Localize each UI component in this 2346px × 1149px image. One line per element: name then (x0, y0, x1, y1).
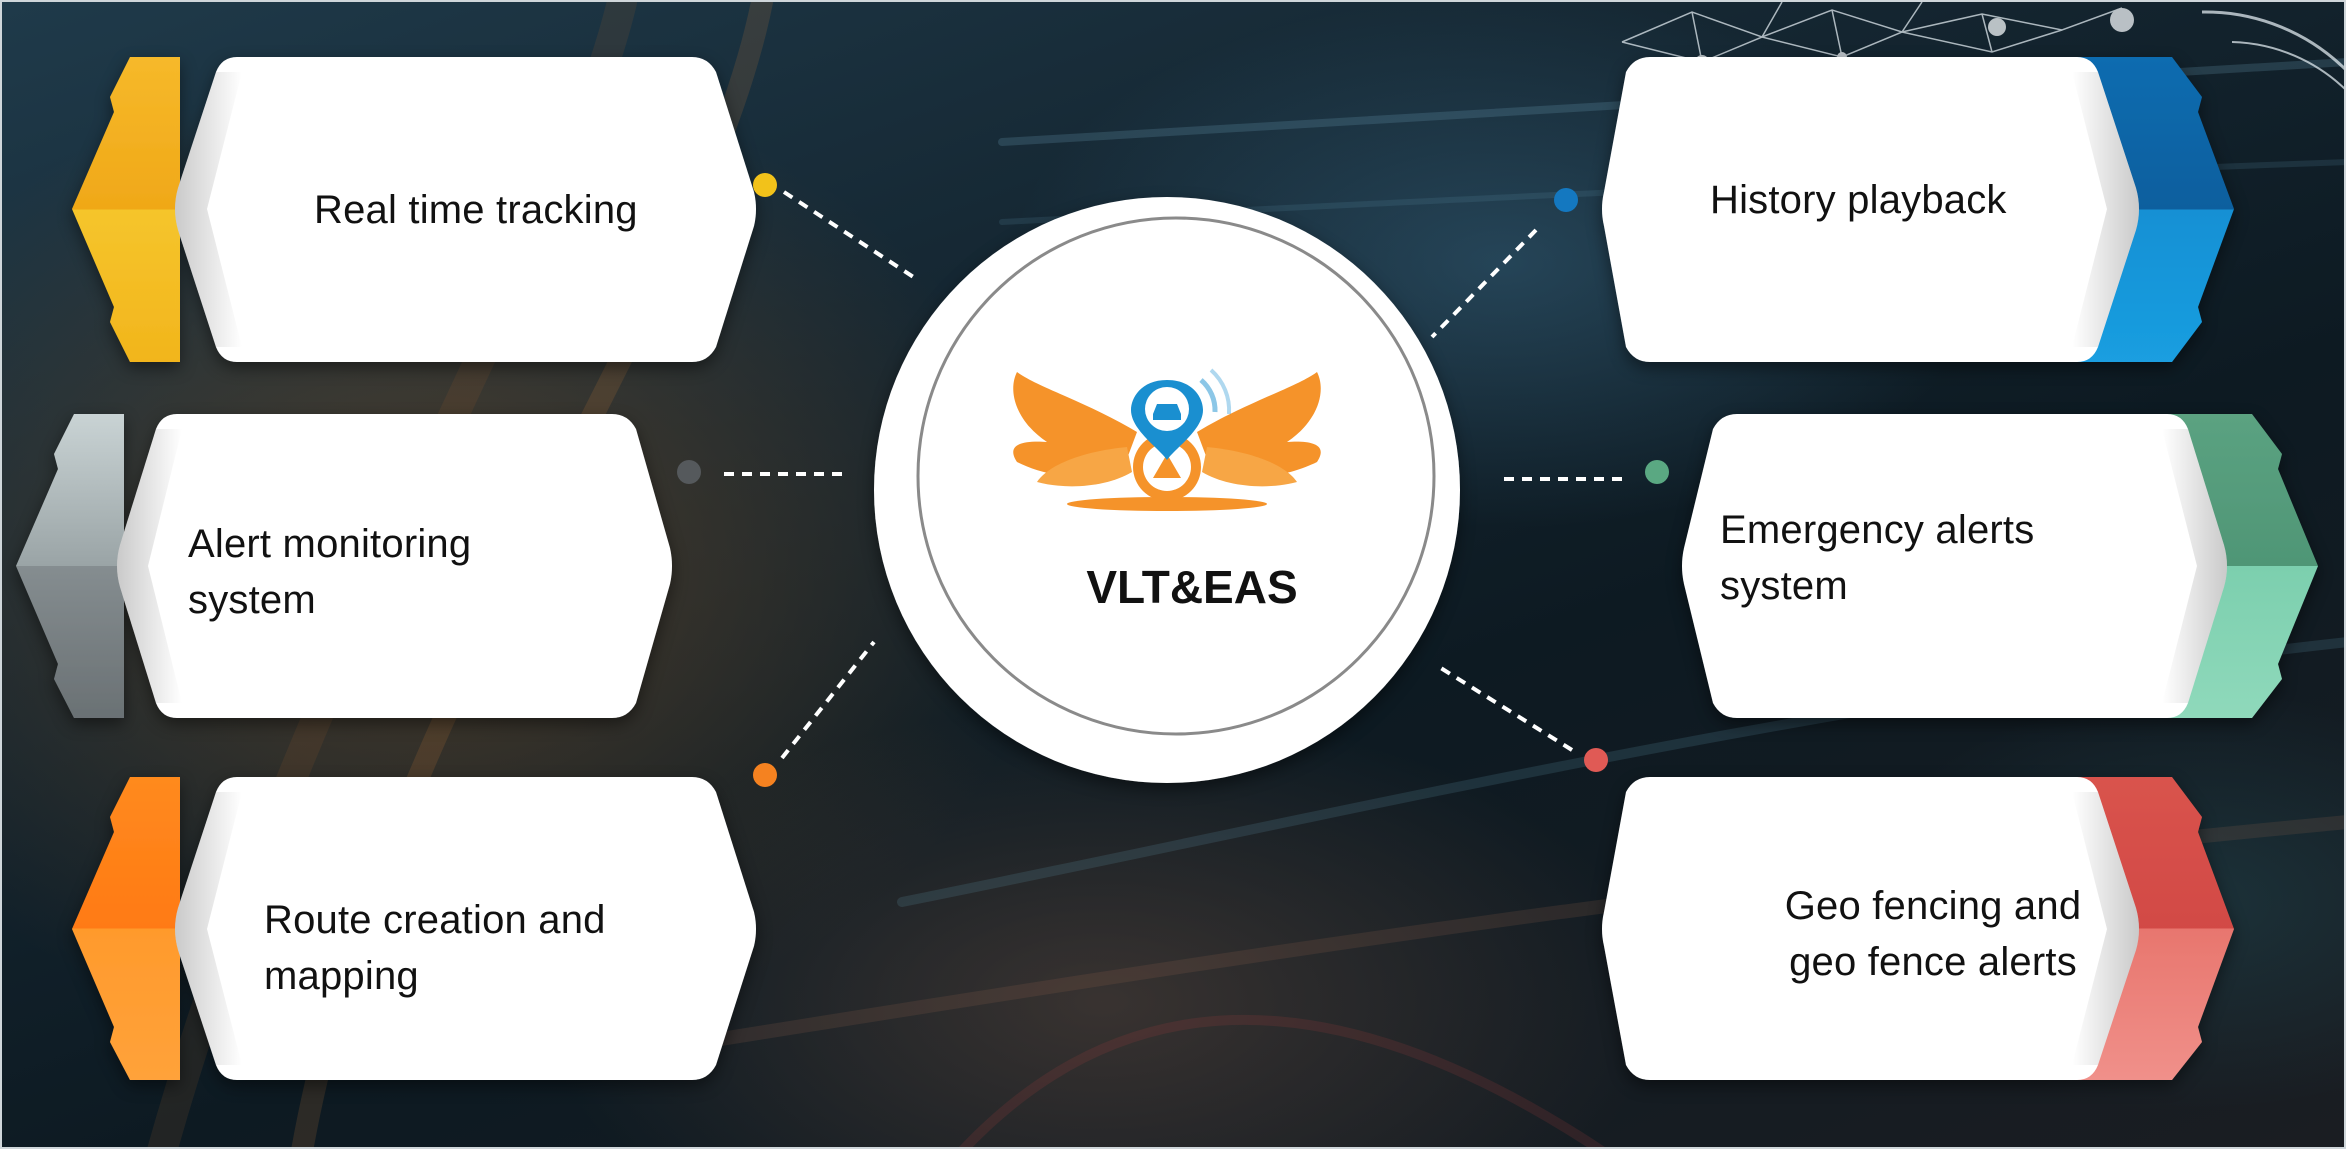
feature-card-route-creation-and-mapping (72, 777, 756, 1080)
card-body (1602, 57, 2139, 362)
connector-lines (724, 190, 1626, 760)
winged-car-location-pin-logo (1013, 368, 1321, 511)
center-title: VLT&EAS (1086, 561, 1298, 613)
label-line-1: Geo fencing and (1784, 884, 2082, 928)
card-accent-chevron (72, 777, 180, 1080)
connector-dots (677, 173, 1669, 787)
card-accent-chevron (16, 414, 124, 718)
label-line-1: History playback (1710, 178, 2007, 222)
card-body (175, 57, 756, 362)
connector-history-playback (1430, 228, 1538, 339)
feature-card-emergency-alerts-system (1682, 414, 2318, 718)
label-line-1: Alert monitoring (188, 522, 472, 566)
hub-inner-ring (916, 216, 1436, 736)
label-line-2: system (1720, 564, 1848, 608)
dot-emergency-alerts (1645, 460, 1669, 484)
card-body (117, 414, 672, 718)
feature-card-alert-monitoring-system (16, 414, 672, 718)
label-line-2: geo fence alerts (1789, 940, 2077, 984)
label-line-1: Route creation and (264, 898, 606, 942)
feature-label-route-creation-and-mapping: Route creation and mapping (264, 892, 724, 1004)
feature-label-alert-monitoring-system: Alert monitoring system (188, 516, 628, 628)
feature-label-geo-fencing-and-geo-fence-alerts: Geo fencing and geo fence alerts (1748, 878, 2118, 990)
dot-route-creation (753, 763, 777, 787)
feature-label-real-time-tracking: Real time tracking (314, 182, 734, 238)
dot-history-playback (1554, 188, 1578, 212)
feature-label-history-playback: History playback (1710, 172, 2110, 228)
dot-alert-monitoring (677, 460, 701, 484)
label-line-1: Real time tracking (314, 188, 638, 232)
label-line-2: system (188, 578, 316, 622)
connector-geo-fencing (1434, 663, 1574, 752)
connector-route-creation (780, 640, 876, 760)
feature-card-geo-fencing-and-geo-fence-alerts (1602, 777, 2234, 1080)
card-body (175, 777, 756, 1080)
dot-geo-fencing (1584, 748, 1608, 772)
card-body (1682, 414, 2227, 718)
connector-real-time-tracking (782, 190, 920, 282)
label-line-1: Emergency alerts (1720, 508, 2035, 552)
label-line-2: mapping (264, 954, 419, 998)
card-accent-chevron (72, 57, 180, 362)
card-body (1602, 777, 2139, 1080)
feature-card-real-time-tracking (72, 57, 756, 362)
dot-real-time-tracking (753, 173, 777, 197)
feature-card-history-playback (1602, 57, 2234, 362)
feature-label-emergency-alerts-system: Emergency alerts system (1720, 502, 2140, 614)
